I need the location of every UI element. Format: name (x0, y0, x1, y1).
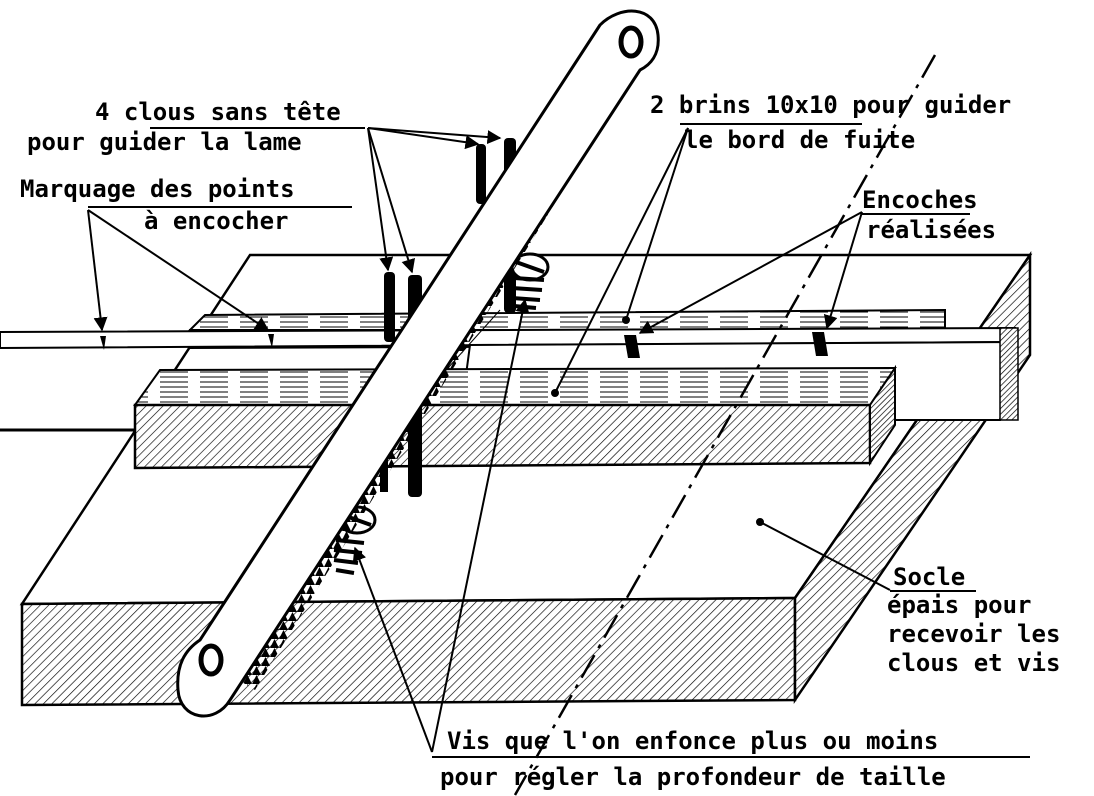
label-encoches-1: Encoches (862, 186, 978, 214)
label-socle-1: Socle (893, 563, 965, 591)
label-socle-2: épais pour (887, 591, 1032, 619)
blade-body (176, 9, 660, 718)
notch-1 (624, 335, 640, 358)
label-socle-3: recevoir les (887, 620, 1060, 648)
labels: 4 clous sans tête pour guider la lame Ma… (20, 91, 1060, 791)
label-clous-2: pour guider la lame (27, 128, 302, 156)
label-marquage-1: Marquage des points (20, 175, 295, 203)
mark-point-1 (100, 336, 106, 350)
front-guide-strip (133, 364, 897, 470)
label-brins-1: 2 brins 10x10 pour guider (650, 91, 1011, 119)
label-vis-1: Vis que l'on enfonce plus ou moins (447, 727, 938, 755)
center-axis-line (513, 54, 937, 796)
blade-hole-top (618, 25, 644, 59)
label-vis-2: pour régler la profondeur de taille (440, 763, 946, 791)
blade-hole-bottom (198, 643, 224, 677)
label-socle-4: clous et vis (887, 649, 1060, 677)
label-marquage-2: à encocher (144, 207, 289, 235)
workpiece-end (999, 327, 1019, 421)
notch-2 (812, 332, 828, 356)
nail-back-left (476, 144, 486, 204)
label-brins-2: le bord de fuite (684, 126, 915, 154)
label-encoches-2: réalisées (866, 216, 996, 244)
label-clous-1: 4 clous sans tête (95, 98, 341, 126)
leader-lines (87, 127, 891, 753)
hacksaw-blade (176, 9, 660, 718)
nail-front-left (384, 272, 395, 342)
mark-point-2 (268, 334, 274, 348)
